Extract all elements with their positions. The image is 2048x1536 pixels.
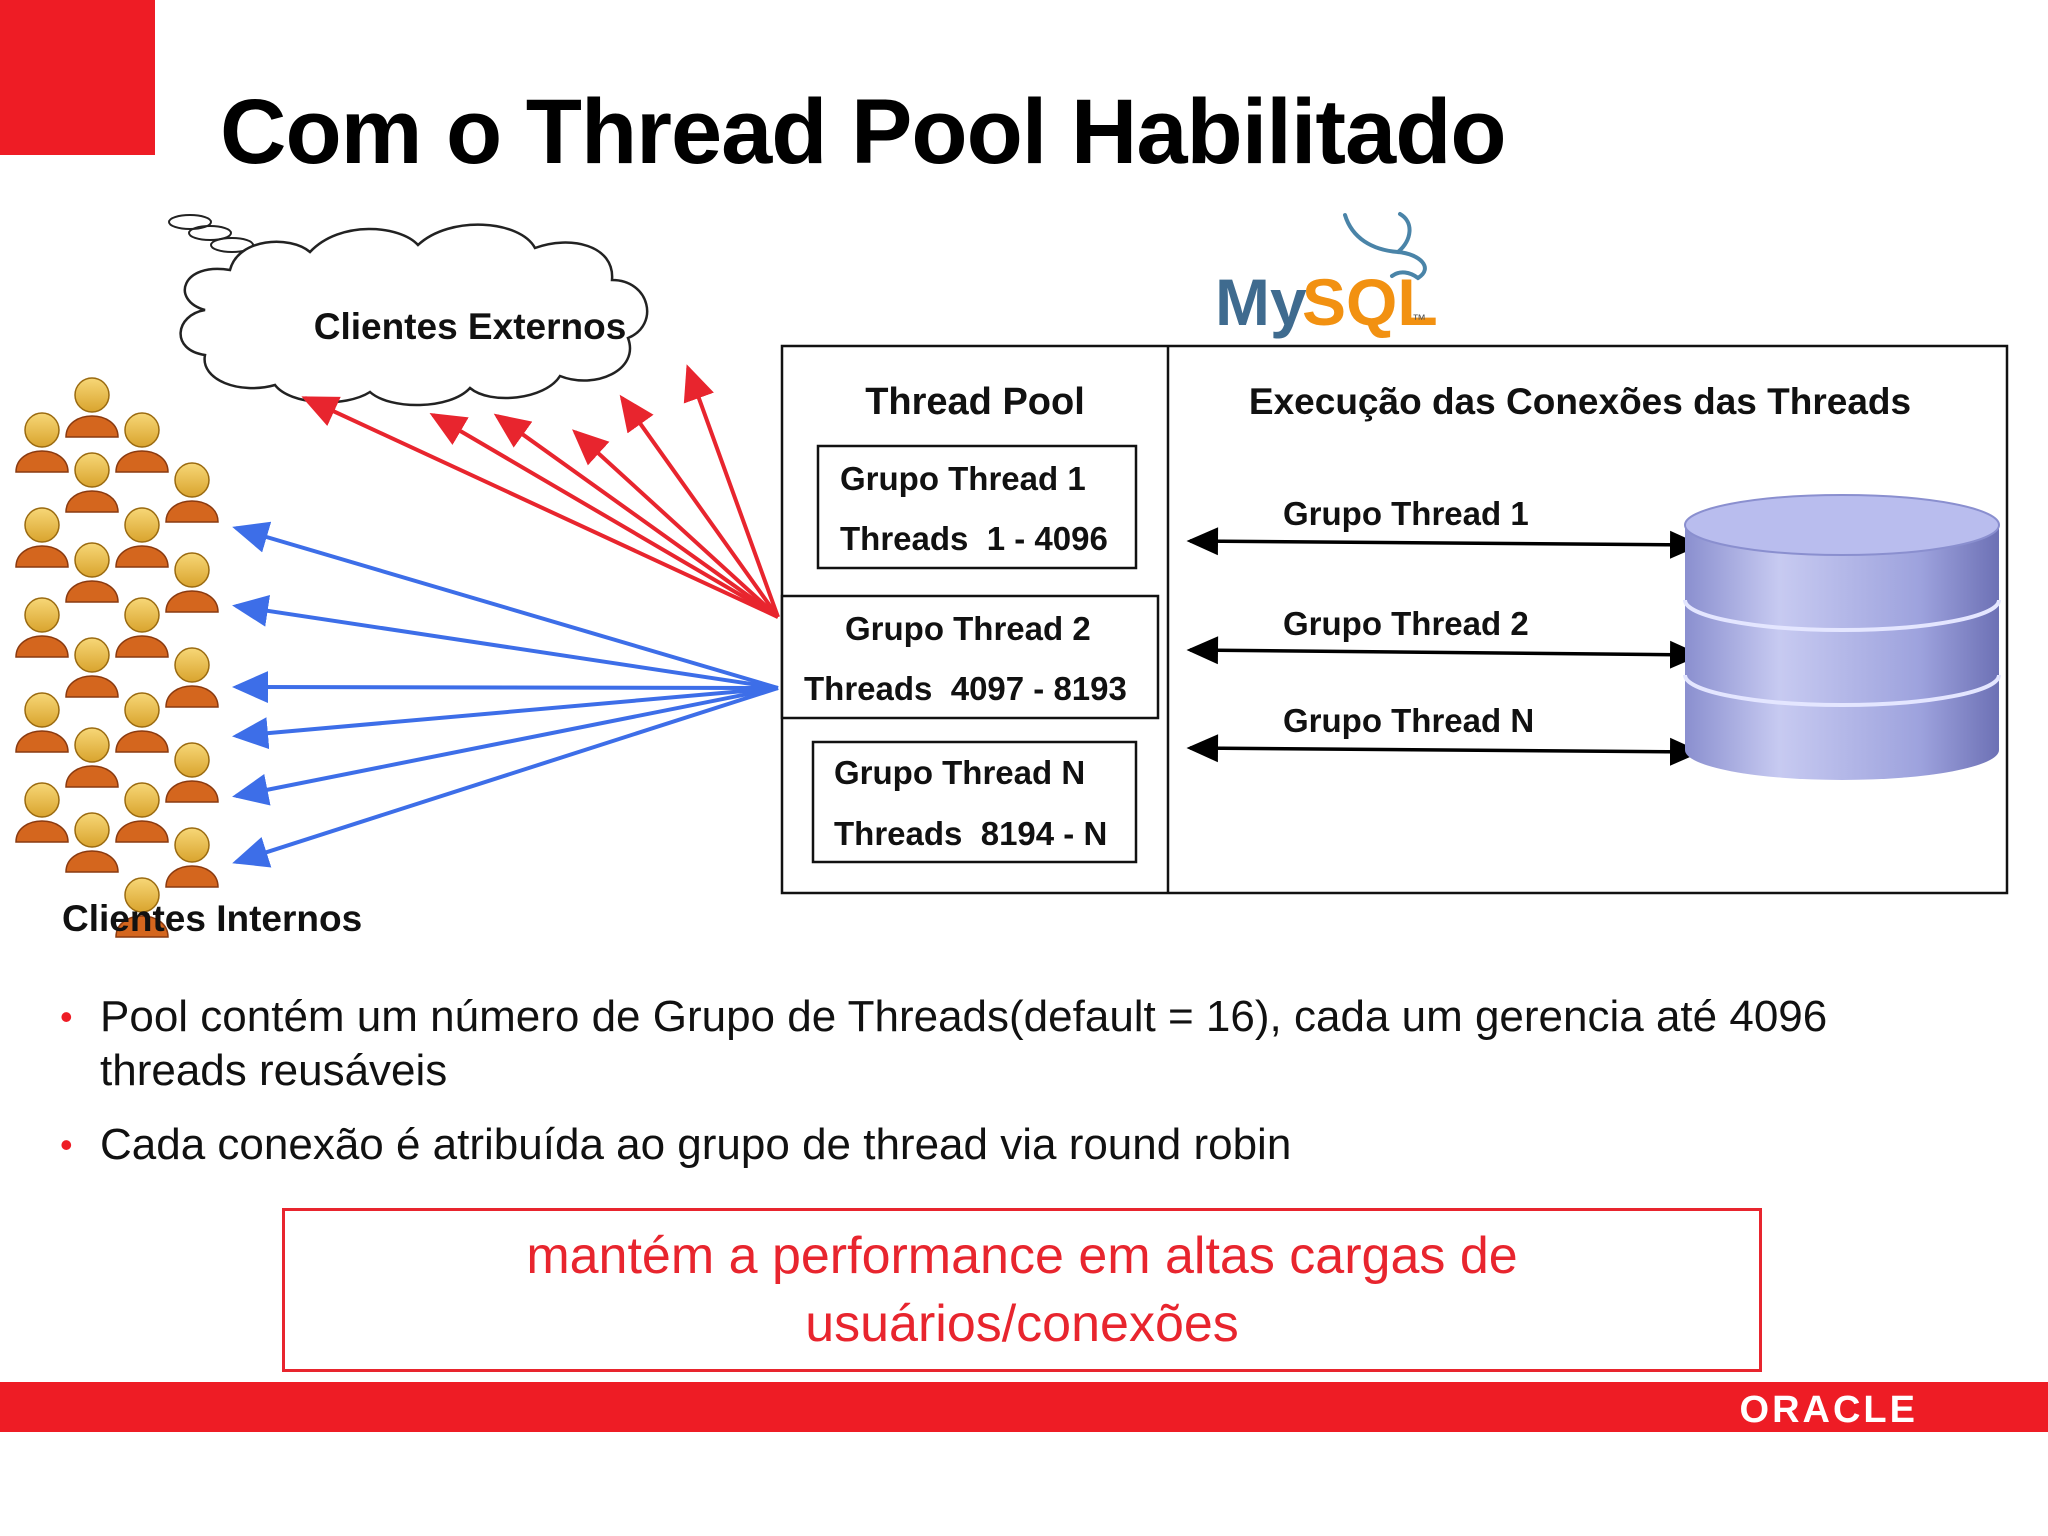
user-figure-icon: [65, 812, 119, 873]
execution-group-2-label: Grupo Thread 2: [1283, 605, 1529, 642]
internal-client-arrows: [232, 521, 779, 868]
thread-group-n-name: Grupo Thread N: [834, 754, 1085, 791]
user-figure-icon: [65, 377, 119, 438]
user-figure-icon: [165, 647, 219, 708]
user-figure-icon: [15, 597, 69, 658]
user-figure-icon: [165, 552, 219, 613]
execution-arrow-2: [1186, 636, 1702, 669]
user-figure-icon: [65, 452, 119, 513]
external-client-arrows: [301, 364, 780, 619]
user-figure-icon: [115, 507, 169, 568]
user-figure-icon: [65, 727, 119, 788]
user-figure-icon: [15, 507, 69, 568]
execution-group-n-label: Grupo Thread N: [1283, 702, 1534, 739]
user-figure-icon: [15, 692, 69, 753]
user-figure-icon: [165, 462, 219, 523]
external-clients-label: Clientes Externos: [314, 306, 627, 347]
footer-bar: [0, 1382, 2048, 1432]
database-icon: [1683, 494, 2001, 780]
oracle-logo: ORACLE: [1739, 1389, 1918, 1431]
callout-box: mantém a performance em altas cargas de …: [282, 1208, 1762, 1372]
user-figure-icon: [15, 782, 69, 843]
user-figure-icon: [115, 597, 169, 658]
execution-arrow-1: [1186, 527, 1702, 559]
user-figure-icon: [165, 742, 219, 803]
callout-text: mantém a performance em altas cargas de …: [526, 1227, 1518, 1353]
execution-group-1-label: Grupo Thread 1: [1283, 495, 1529, 532]
execution-arrow-n: [1186, 734, 1702, 766]
bullet-item: • Pool contém um número de Grupo de Thre…: [60, 990, 1960, 1098]
bullet-item: • Cada conexão é atribuída ao grupo de t…: [60, 1118, 1960, 1172]
bullet-dot: •: [60, 996, 73, 1037]
mysql-my: My: [1215, 265, 1307, 339]
thread-group-1-name: Grupo Thread 1: [840, 460, 1086, 497]
thread-group-n: Grupo Thread N Threads 8194 - N: [811, 740, 1138, 864]
user-figure-icon: [115, 877, 169, 938]
mysql-sql: SQL: [1302, 265, 1438, 339]
user-figure-icon: [165, 827, 219, 888]
internal-clients-label: Clientes Internos: [62, 898, 362, 939]
thread-group-1-range: Threads 1 - 4096: [840, 520, 1108, 557]
user-figure-icon: [15, 412, 69, 473]
user-figure-icon: [115, 412, 169, 473]
bullet-text-1: Pool contém um número de Grupo de Thread…: [100, 992, 1828, 1095]
user-figure-icon: [115, 782, 169, 843]
execution-title: Execução das Conexões das Threads: [1249, 381, 1911, 422]
user-figure-icon: [115, 692, 169, 753]
thread-group-n-range: Threads 8194 - N: [834, 815, 1107, 852]
mysql-tm: ™: [1412, 311, 1426, 327]
dolphin-icon: [1343, 212, 1427, 281]
user-figure-icon: [65, 637, 119, 698]
thread-pool-title: Thread Pool: [865, 381, 1085, 423]
bullet-dot: •: [60, 1124, 73, 1165]
thread-group-2-range: Threads 4097 - 8193: [804, 670, 1127, 707]
thread-group-2-name: Grupo Thread 2: [845, 610, 1091, 647]
mysql-logo: My SQL ™: [1215, 212, 1438, 339]
thread-group-1: Grupo Thread 1 Threads 1 - 4096: [816, 444, 1138, 570]
thread-group-2: Grupo Thread 2 Threads 4097 - 8193: [780, 594, 1160, 720]
red-corner-block: [0, 0, 155, 155]
bullet-text-2: Cada conexão é atribuída ao grupo de thr…: [100, 1120, 1292, 1169]
internal-clients-crowd: [15, 377, 219, 938]
external-clients-cloud: Clientes Externos: [168, 214, 649, 407]
slide-title: Com o Thread Pool Habilitado: [220, 81, 1507, 183]
user-figure-icon: [65, 542, 119, 603]
bullet-list: • Pool contém um número de Grupo de Thre…: [60, 990, 1960, 1192]
